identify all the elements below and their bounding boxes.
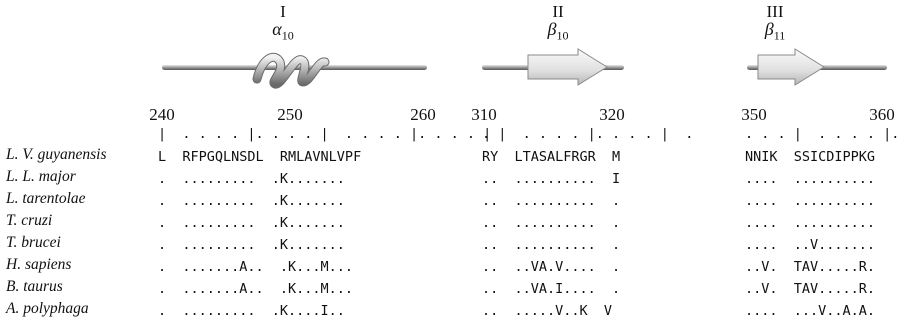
species-label: L. V. guyanensis — [6, 146, 107, 163]
sequence-segment-1: . ......... .K....... — [158, 215, 345, 231]
species-label: H. sapiens — [6, 256, 72, 273]
sequence-segment-1: . ......... .K....... — [158, 237, 345, 253]
sequence-segment-3: .... .......... — [745, 193, 876, 209]
sequence-segment-2: .. .......... . — [482, 237, 621, 253]
sequence-segment-2: .. .......... . — [482, 193, 621, 209]
strand-cartoon-beta11 — [747, 48, 887, 86]
sequence-segment-3: .... .......... — [745, 215, 876, 231]
strand-cartoon-beta10 — [482, 48, 624, 86]
sequence-segment-3: .... ..V....... — [745, 237, 876, 253]
sequence-segment-2: .. ..VA.V.... . — [482, 259, 621, 275]
section-label-greek: α10 — [272, 19, 294, 43]
sequence-segment-3: ..V. TAV.....R. — [745, 281, 876, 297]
sequence-segment-3: .... ...V..A.A. — [745, 303, 876, 319]
ruler-number: 310 — [471, 105, 497, 124]
section-label-greek: β11 — [764, 19, 786, 43]
species-label: A. polyphaga — [6, 300, 89, 317]
sequence-segment-3: .... .......... — [745, 171, 876, 187]
helix-cartoon-alpha10 — [162, 52, 427, 89]
sequence-segment-1: . ......... .K....I.. — [158, 303, 345, 319]
sequence-segment-1: . .......A.. .K...M... — [158, 259, 354, 275]
ruler-number: 250 — [277, 105, 303, 124]
section-label-roman: II — [552, 2, 564, 21]
ruler-number: 260 — [410, 105, 436, 124]
section-label-roman: I — [280, 2, 286, 21]
ruler-number: 240 — [149, 105, 175, 124]
ruler-number: 360 — [869, 105, 895, 124]
sequence-segment-1: . .......A.. .K...M... — [158, 281, 354, 297]
sequence-segment-2: .. ..VA.I.... . — [482, 281, 621, 297]
sequence-segment-1: . ......... .K....... — [158, 171, 345, 187]
strand-arrow — [527, 48, 608, 86]
sequence-segment-2: .. .....V..K V — [482, 303, 613, 319]
species-label: L. L. major — [6, 168, 76, 185]
section-label-roman: III — [766, 2, 784, 21]
sequence-segment-2: .. .......... . — [482, 215, 621, 231]
helix-body — [253, 53, 329, 88]
sequence-segment-3: NNIK SSICDIPPKG — [745, 149, 876, 165]
sequence-segment-2: .. .......... I — [482, 171, 621, 187]
species-label: B. taurus — [6, 278, 63, 295]
species-label: L. tarentolae — [6, 190, 86, 207]
ruler-ticks: . | . . . . |. . . . | . — [482, 126, 694, 142]
sequence-segment-3: ..V. TAV.....R. — [745, 259, 876, 275]
sequence-segment-1: . ......... .K....... — [158, 193, 345, 209]
ruler-ticks: . . . | . . . . |. . . . | — [745, 126, 900, 142]
section-label-greek: β10 — [547, 19, 569, 43]
ruler-number: 350 — [741, 105, 767, 124]
species-label: T. cruzi — [6, 212, 53, 229]
sequence-segment-1: L RFPGQLNSDL RMLAVNLVPF — [158, 149, 362, 165]
sequence-segment-2: RY LTASALFRGR M — [482, 149, 621, 165]
ruler-number: 320 — [599, 105, 625, 124]
ruler-ticks: | . . . . |. . . . | . . . . |. . . . | — [158, 126, 492, 142]
strand-arrow — [757, 48, 825, 86]
species-label: T. brucei — [6, 234, 61, 251]
